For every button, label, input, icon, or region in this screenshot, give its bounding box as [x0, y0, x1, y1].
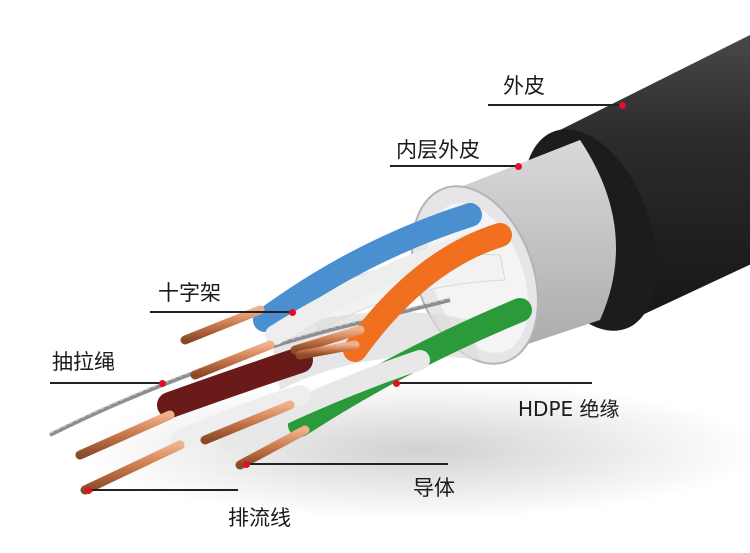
conductor-2 [190, 340, 275, 380]
brown-wire [157, 347, 313, 418]
pointer-conductor [242, 460, 250, 468]
pointer-outer-jacket [618, 101, 626, 109]
leader-drain-wire [88, 489, 238, 491]
orange-wire [343, 223, 512, 362]
brown-white-wire [170, 385, 310, 450]
conductor-1 [180, 305, 265, 345]
conductor-8 [235, 425, 310, 470]
pointer-ripcord [158, 379, 166, 387]
pointer-cross-filler [288, 308, 296, 316]
label-cross-filler: 十字架 [158, 281, 221, 305]
pointer-drain-wire [84, 486, 92, 494]
conductor-4 [295, 340, 360, 360]
label-insulation: HDPE 绝缘 [518, 397, 620, 421]
copper-conductors [75, 305, 365, 495]
conductor-6 [80, 440, 185, 495]
label-outer-jacket: 外皮 [503, 74, 545, 98]
leader-ripcord [50, 382, 162, 384]
label-inner-jacket: 内层外皮 [396, 138, 480, 162]
green-white-wire [220, 350, 430, 450]
label-drain-wire: 排流线 [228, 506, 291, 530]
leader-inner-jacket [390, 165, 518, 167]
conductor-7 [200, 400, 295, 445]
label-conductor: 导体 [413, 476, 455, 500]
outer-jacket [560, 35, 750, 330]
conductor-5 [75, 410, 175, 460]
pointer-insulation [392, 379, 400, 387]
leader-insulation [396, 382, 592, 384]
blue-wire [253, 203, 482, 332]
leader-conductor [246, 463, 448, 465]
label-ripcord: 抽拉绳 [52, 350, 115, 374]
pointer-inner-jacket [514, 162, 522, 170]
conductor-3 [290, 325, 365, 355]
leader-cross-filler [150, 311, 292, 313]
leader-outer-jacket [488, 104, 623, 106]
